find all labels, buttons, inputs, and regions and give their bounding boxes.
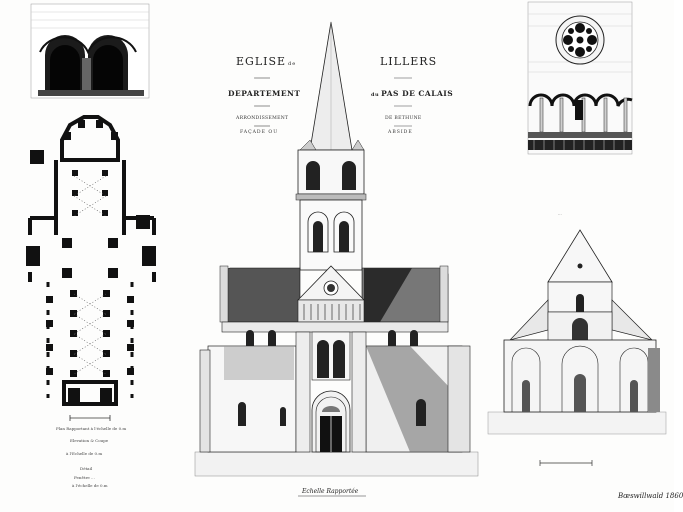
plan-caption-line-2: Elevation & Coupe	[70, 438, 109, 443]
arrondissement-label: ARRONDISSEMENT	[236, 116, 289, 121]
plan-caption-line-5: Fenêtre ...	[74, 475, 95, 480]
signature: Bœswillwald 1860	[618, 492, 683, 500]
ground-plan-drawing	[26, 115, 156, 421]
plan-caption-line-6: à l'échelle de 0.m	[72, 483, 108, 488]
facade-caption-right: ABSIDE	[388, 130, 413, 135]
rose-window-detail-drawing	[527, 1, 633, 155]
facade-scale-label: Echelle Rapportée	[302, 488, 359, 495]
west-facade-drawing	[194, 21, 479, 497]
section-scale-label: ...	[558, 211, 562, 216]
apse-section-drawing	[487, 229, 667, 466]
department-label: DEPARTEMENT	[228, 89, 301, 98]
plan-caption-line-4: Détail	[80, 466, 93, 471]
title-word-lillers: LILLERS	[380, 55, 438, 68]
plan-caption-line-3: à l'Echelle de 0.m	[66, 451, 103, 456]
arrondissement-value: DE BETHUNE	[385, 116, 422, 121]
title-rules	[254, 77, 412, 127]
facade-caption-left: FAÇADE OU	[240, 130, 279, 135]
arcade-detail-drawing	[30, 3, 150, 99]
plan-caption-line-1: Plan Rapportant à l'échelle de 0.m	[56, 426, 127, 431]
